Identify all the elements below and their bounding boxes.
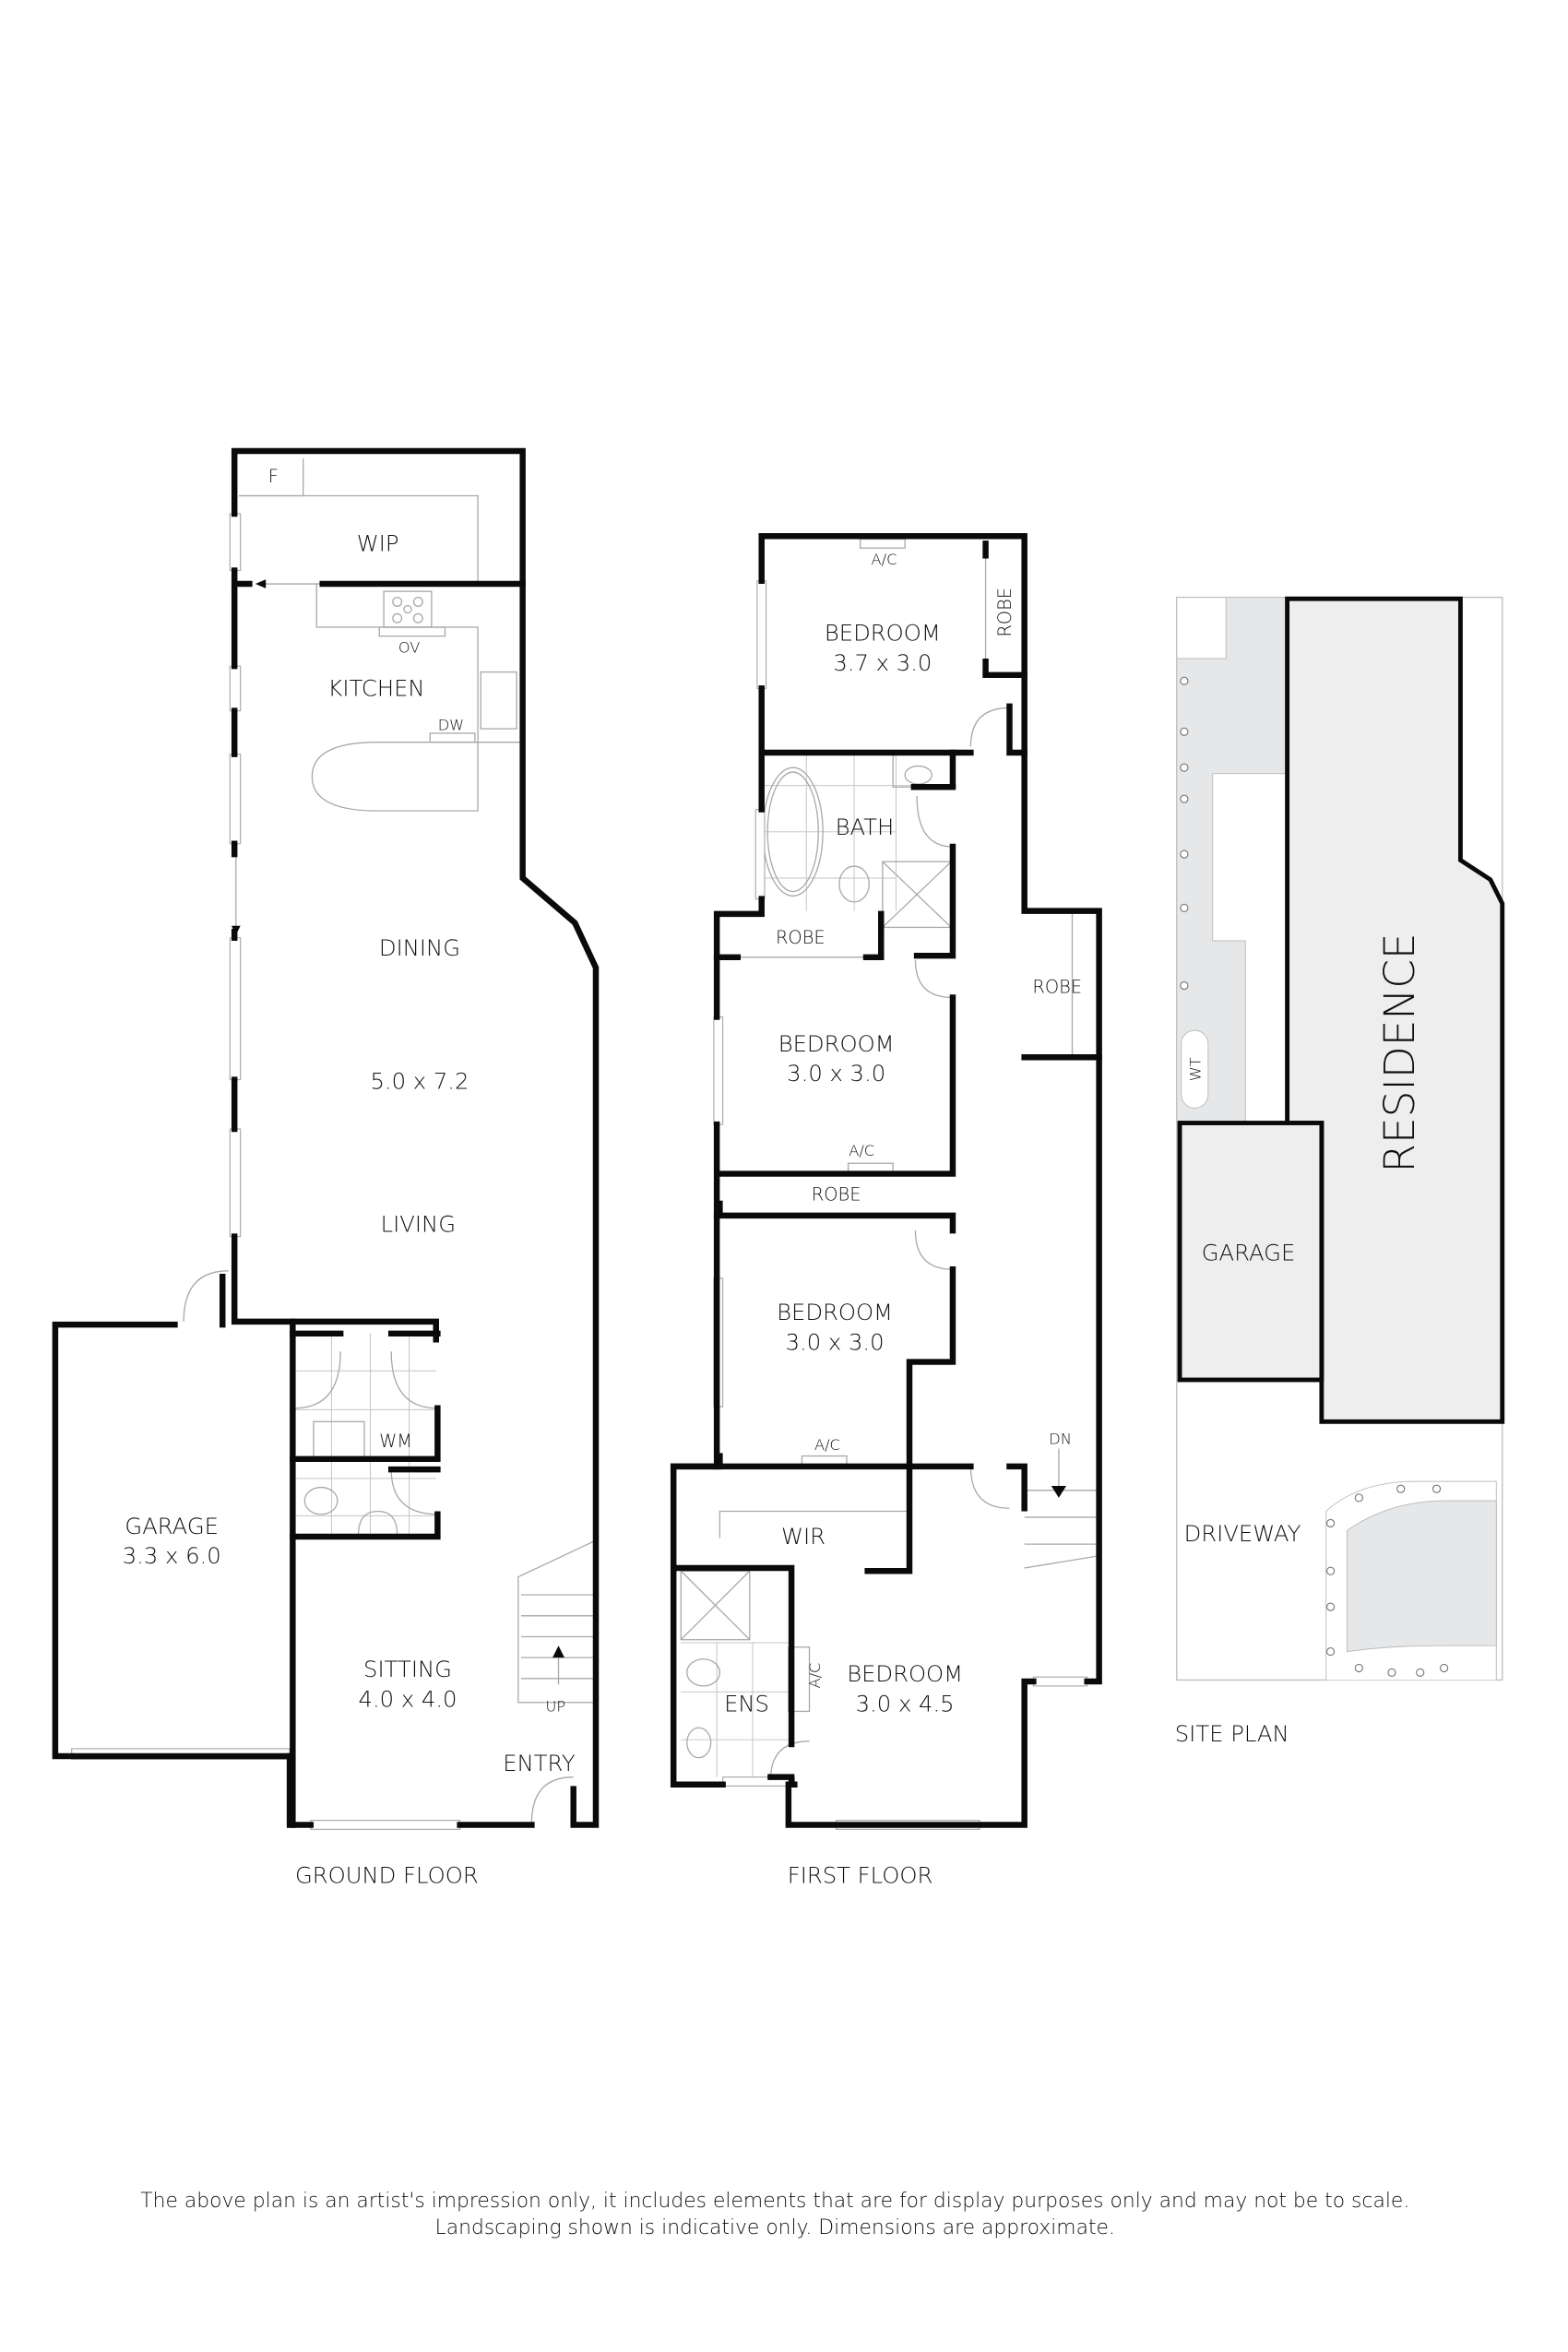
basin-icon xyxy=(686,1727,712,1759)
washing-machine-label: WM xyxy=(379,1431,412,1452)
driveway-garden xyxy=(1325,1480,1497,1681)
site-plan: RESIDENCE GARAGE DRIVEWAY WT SITE PLAN xyxy=(1175,596,1505,1747)
bath-label: BATH xyxy=(836,814,895,840)
disclaimer-line-2: Landscaping shown is indicative only. Di… xyxy=(435,2216,1115,2239)
shrub-icons xyxy=(1180,676,1189,991)
first-floor-walls xyxy=(670,533,1102,1828)
bedroom1-size: 3.7 x 3.0 xyxy=(833,649,932,676)
disclaimer-line-1: The above plan is an artist's impression… xyxy=(140,2190,1409,2213)
arrow-up-icon xyxy=(552,1645,564,1658)
basin-icon xyxy=(357,1510,398,1537)
garage-size: 3.3 x 6.0 xyxy=(123,1542,221,1569)
bedroom3-ac-label: A/C xyxy=(814,1436,840,1454)
bedroom3-size: 3.0 x 3.0 xyxy=(786,1329,885,1356)
ground-floor-fixtures xyxy=(71,458,595,1830)
master-ac-label: A/C xyxy=(806,1663,824,1689)
master-bedroom-size: 3.0 x 4.5 xyxy=(856,1690,955,1716)
bedroom1-robe-label: ROBE xyxy=(994,588,1016,637)
entry-label: ENTRY xyxy=(503,1750,576,1776)
robe-label-2: ROBE xyxy=(812,1184,861,1206)
sitting-label: SITTING xyxy=(363,1656,452,1682)
stairs-down xyxy=(1024,1448,1099,1569)
robe-label: ROBE xyxy=(776,927,826,948)
dishwasher-icon xyxy=(429,732,476,743)
garage-label: GARAGE xyxy=(125,1513,219,1539)
arrow-down-icon xyxy=(1051,1485,1066,1498)
dining-label: DINING xyxy=(379,934,460,961)
residence-label: RESIDENCE xyxy=(1375,932,1424,1172)
dishwasher-label: DW xyxy=(438,717,464,734)
bedroom1-ac-label: A/C xyxy=(872,551,897,568)
arrow-left-icon xyxy=(255,579,267,588)
driveway-label: DRIVEWAY xyxy=(1184,1520,1301,1547)
ground-floor-title: GROUND FLOOR xyxy=(295,1862,479,1889)
toilet-icon xyxy=(303,1486,339,1515)
stairs-up-label: UP xyxy=(545,1697,565,1715)
dining-living-size: 5.0 x 7.2 xyxy=(370,1067,469,1094)
site-plan-title: SITE PLAN xyxy=(1175,1720,1289,1747)
fridge-label: F xyxy=(268,466,279,487)
first-floor-title: FIRST FLOOR xyxy=(788,1862,933,1889)
sink-icon xyxy=(480,671,517,730)
oven-icon xyxy=(378,626,446,637)
ground-floor-plan: F WIP OV KITCHEN DW DINING 5.0 x 7.2 LIV… xyxy=(52,447,600,1889)
ac-unit-icon xyxy=(859,538,906,549)
ensuite-label: ENS xyxy=(724,1690,769,1716)
bedroom1-label: BEDROOM xyxy=(825,620,941,647)
cooktop-icon xyxy=(383,590,433,628)
master-bedroom-label: BEDROOM xyxy=(847,1660,963,1687)
bedroom3-label: BEDROOM xyxy=(777,1299,893,1325)
water-tank xyxy=(1181,1029,1209,1109)
stairs-up xyxy=(517,1540,595,1704)
bedroom2-size: 3.0 x 3.0 xyxy=(787,1060,885,1087)
toilet-icon xyxy=(838,865,870,903)
oven-label: OV xyxy=(398,639,421,657)
toilet-icon xyxy=(686,1658,721,1687)
stairs-down-label: DN xyxy=(1049,1431,1072,1448)
site-garage-label: GARAGE xyxy=(1202,1239,1296,1265)
ground-floor-walls xyxy=(52,447,600,1828)
bedroom2-ac-label: A/C xyxy=(849,1142,874,1159)
laundry-tub-icon xyxy=(313,1420,365,1462)
bedroom2-label: BEDROOM xyxy=(778,1030,895,1057)
wip-label: WIP xyxy=(357,529,399,556)
first-floor-plan: A/C BEDROOM 3.7 x 3.0 ROBE BATH ROBE ROB… xyxy=(670,533,1102,1889)
basin-icon xyxy=(904,765,932,785)
hall-robe-label: ROBE xyxy=(1032,977,1082,998)
wir-label: WIR xyxy=(781,1523,826,1550)
living-label: LIVING xyxy=(381,1211,456,1238)
kitchen-label: KITCHEN xyxy=(327,674,424,701)
water-tank-label: WT xyxy=(1187,1057,1205,1081)
sitting-size: 4.0 x 4.0 xyxy=(359,1686,457,1713)
first-floor-fixtures xyxy=(680,538,1099,1830)
